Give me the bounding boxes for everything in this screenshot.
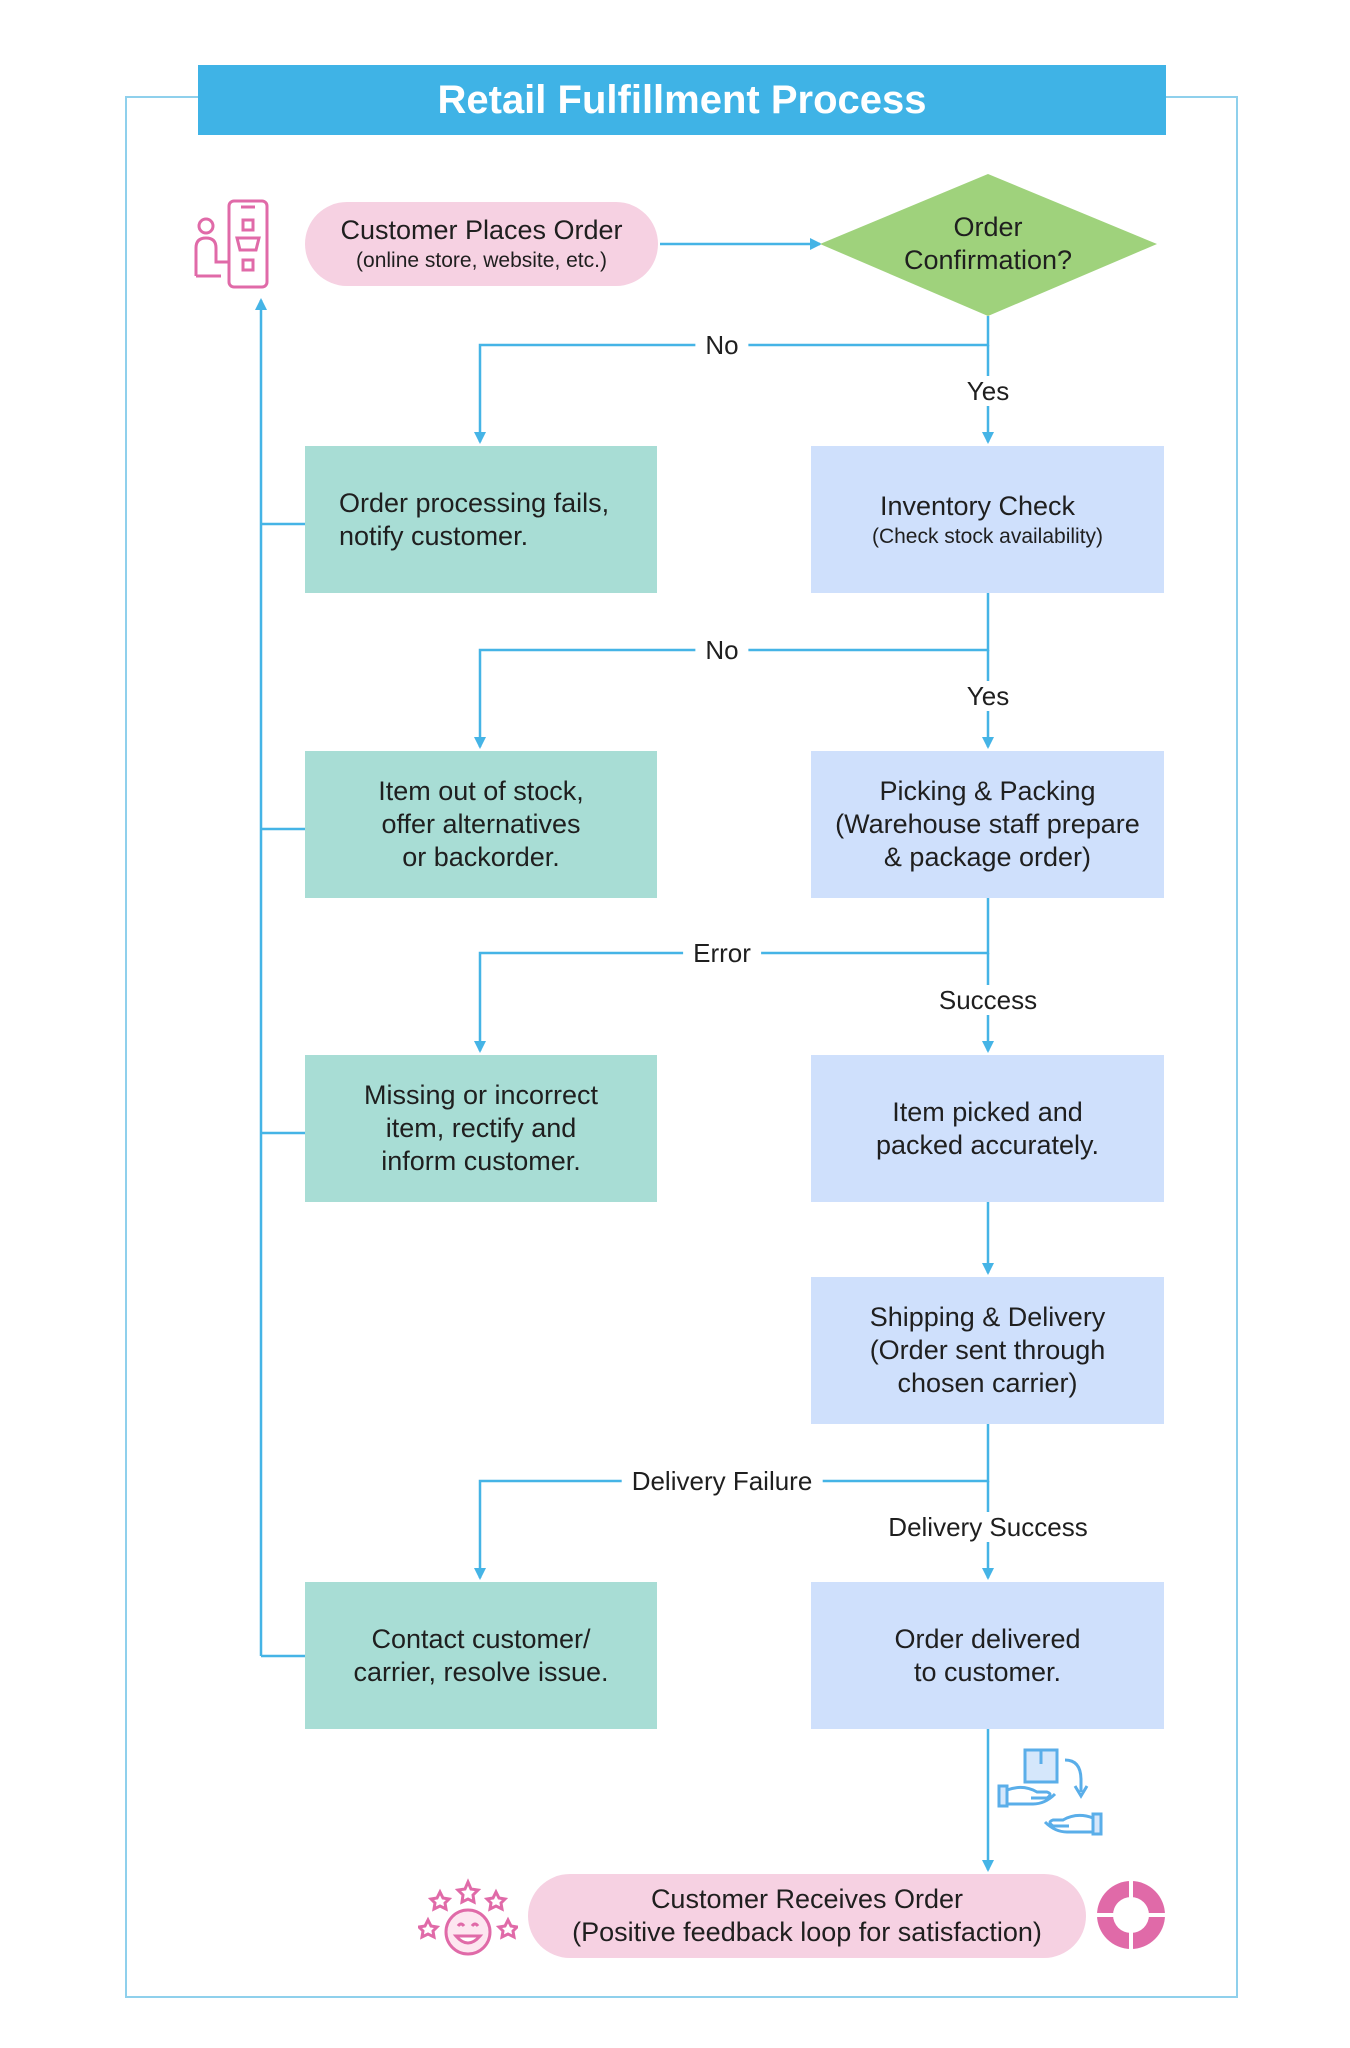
node-fail: Order processing fails, notify customer. [305, 446, 657, 593]
diagram-title: Retail Fulfillment Process [198, 65, 1166, 135]
edge-label-error: Error [683, 938, 761, 968]
node-confirm: Order Confirmation? [903, 212, 1073, 275]
node-out-of-stock: Item out of stock, offer alternatives or… [305, 751, 657, 898]
edge-label-yes-2: Yes [956, 681, 1020, 711]
edge-delivery-failure [474, 1424, 990, 1580]
feedback-loop-icon [1096, 1880, 1166, 1950]
node-start-label: Customer Places Order [340, 215, 623, 245]
node-start: Customer Places Order (online store, web… [305, 202, 658, 286]
edge-label-no-2: No [695, 635, 749, 665]
edge-label-no-1: No [695, 330, 749, 360]
customer-phone-order-icon [194, 199, 269, 289]
node-picking: Picking & Packing (Warehouse staff prepa… [811, 751, 1164, 898]
edge-inventory-no [474, 593, 990, 749]
node-missing: Missing or incorrect item, rectify and i… [305, 1055, 657, 1202]
node-shipping: Shipping & Delivery (Order sent through … [811, 1277, 1164, 1424]
happy-customer-stars-icon [418, 1878, 518, 1956]
node-inventory-label: Inventory Check [879, 490, 1076, 521]
edge-picking-error [474, 898, 990, 1053]
decision-diamond [820, 174, 1157, 316]
node-delivered: Order delivered to customer. [811, 1582, 1164, 1729]
edge-label-delivery-success: Delivery Success [878, 1512, 1098, 1542]
node-end: Customer Receives Order (Positive feedba… [528, 1874, 1086, 1958]
package-handover-icon [997, 1748, 1103, 1836]
node-inventory-sublabel: (Check stock availability) [871, 524, 1104, 548]
edge-label-delivery-failure: Delivery Failure [621, 1466, 823, 1496]
node-inventory: Inventory Check (Check stock availabilit… [811, 446, 1164, 593]
node-contact: Contact customer/ carrier, resolve issue… [305, 1582, 657, 1729]
edge-label-success: Success [928, 985, 1048, 1015]
node-picked: Item picked and packed accurately. [811, 1055, 1164, 1202]
edge-label-yes-1: Yes [956, 376, 1020, 406]
node-start-sublabel: (online store, website, etc.) [356, 249, 607, 272]
